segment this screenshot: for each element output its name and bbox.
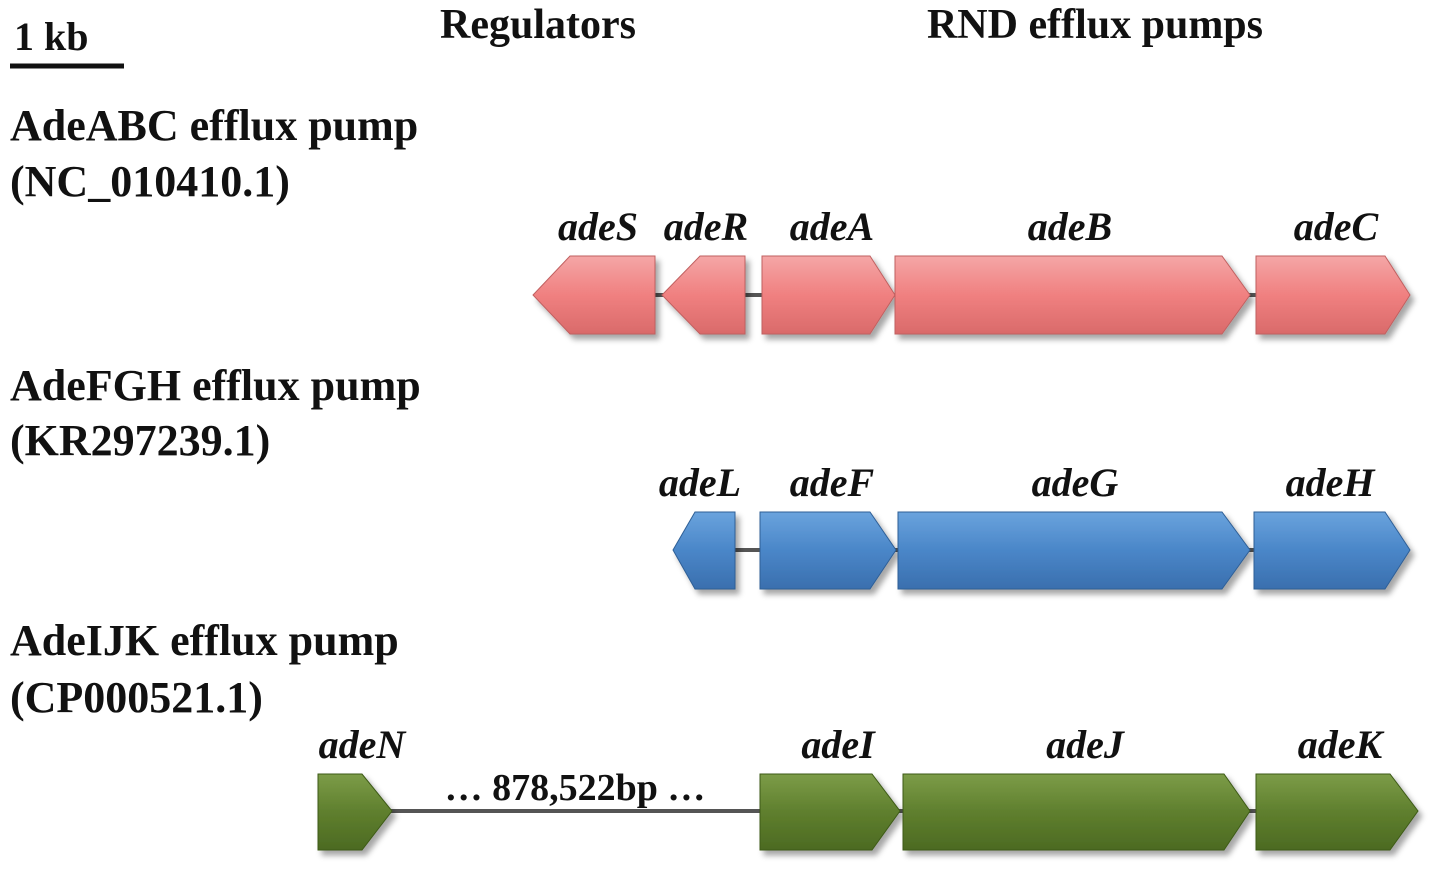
section-rnd-label: RND efflux pumps	[927, 2, 1263, 48]
section-regulators-label: Regulators	[440, 2, 636, 48]
operon-title-adeabc: AdeABC efflux pump	[10, 101, 418, 150]
gene-label-adeF: adeF	[790, 460, 875, 505]
gene-arrow-adeR	[661, 255, 746, 335]
gene-arrow-adeB	[894, 255, 1251, 335]
gene-arrow-adeK	[1255, 773, 1419, 851]
gene-label-adeH: adeH	[1286, 460, 1377, 505]
gene-arrow-adeA	[761, 255, 896, 335]
gene-label-adeA: adeA	[790, 204, 874, 249]
operon-title-adefgh: AdeFGH efflux pump	[10, 361, 421, 410]
gene-label-adeN: adeN	[319, 722, 408, 767]
gene-label-adeL: adeL	[659, 460, 741, 505]
gene-label-adeG: adeG	[1032, 460, 1119, 505]
gap-label-background	[405, 768, 745, 808]
gene-arrow-adeS	[532, 255, 656, 335]
gene-arrow-adeN	[317, 773, 393, 851]
scale-bar-label: 1 kb	[14, 14, 89, 59]
gene-arrow-adeF	[759, 511, 897, 590]
operon-accession-adeabc: (NC_010410.1)	[10, 157, 290, 206]
gene-label-adeS: adeS	[558, 204, 638, 249]
operon-accession-adeijk: (CP000521.1)	[10, 673, 263, 722]
gene-arrow-adeJ	[902, 773, 1251, 851]
gene-arrow-adeH	[1253, 511, 1411, 590]
gene-arrow-adeI	[759, 773, 901, 851]
gap-length-label: … 878,522bp …	[445, 767, 706, 809]
gene-label-adeJ: adeJ	[1046, 722, 1126, 767]
gene-arrow-adeG	[897, 511, 1251, 590]
gene-label-adeB: adeB	[1028, 204, 1112, 249]
operon-accession-adefgh: (KR297239.1)	[10, 416, 270, 465]
gene-arrow-adeC	[1255, 255, 1411, 335]
gene-label-adeC: adeC	[1294, 204, 1380, 249]
gene-label-adeR: adeR	[664, 204, 748, 249]
gene-label-adeI: adeI	[801, 722, 876, 767]
operon-title-adeijk: AdeIJK efflux pump	[10, 616, 399, 665]
gene-label-adeK: adeK	[1298, 722, 1385, 767]
gene-arrow-adeL	[672, 511, 736, 590]
